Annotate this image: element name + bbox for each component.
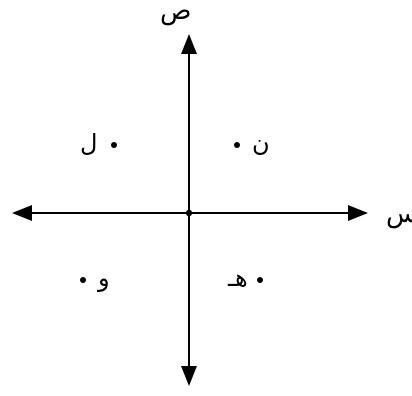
origin-point (185, 209, 193, 217)
y-axis-label: ص (160, 0, 192, 26)
point-L-marker (111, 142, 117, 148)
point-W-marker (80, 277, 86, 283)
point-H: هـ (228, 266, 290, 294)
point-H-label: هـ (228, 264, 248, 292)
point-N: ن (234, 131, 290, 159)
point-L-label: ل (80, 129, 98, 157)
point-L: ل (80, 131, 134, 159)
x-axis-label: س (386, 199, 412, 229)
point-N-label: ن (252, 129, 270, 157)
point-N-marker (234, 142, 240, 148)
point-W: و (80, 266, 134, 294)
point-W-label: و (98, 264, 110, 292)
point-H-marker (257, 277, 263, 283)
